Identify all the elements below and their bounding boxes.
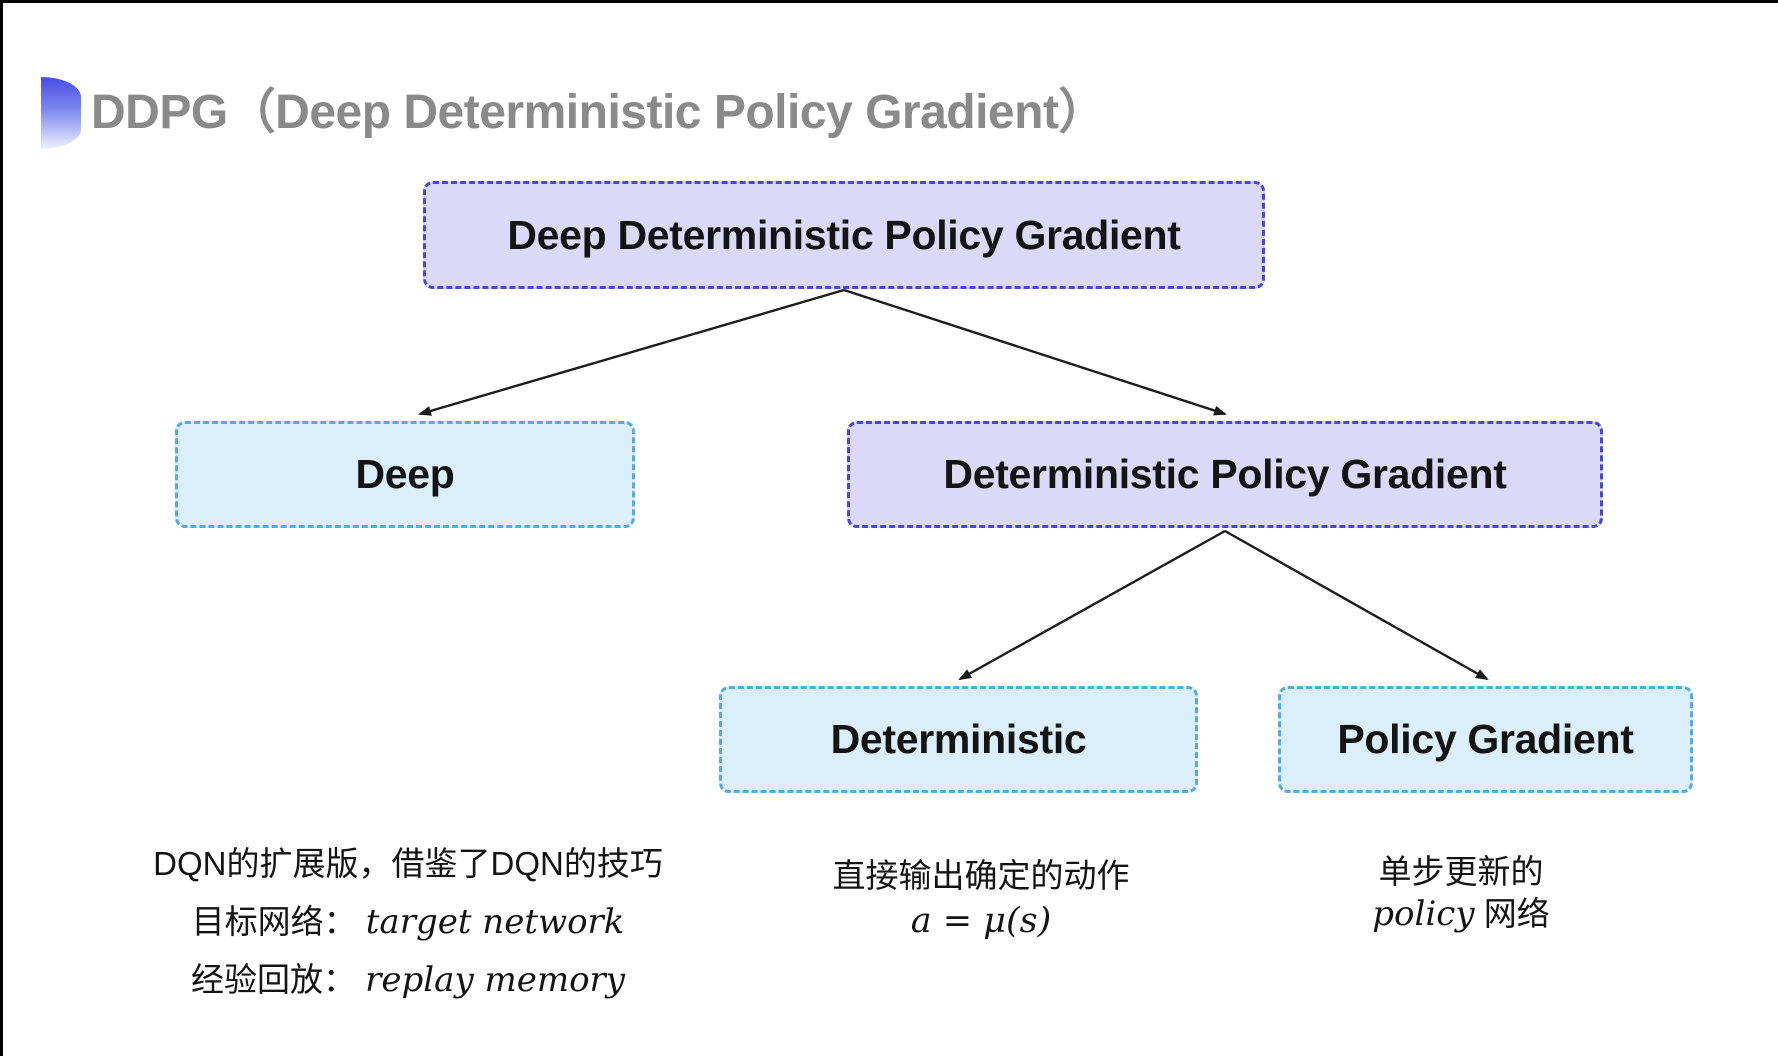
node-dpg-label: Deterministic Policy Gradient [943, 451, 1507, 497]
node-policy-gradient: Policy Gradient [1278, 686, 1693, 793]
slide-bullet-icon [41, 77, 81, 149]
node-root: Deep Deterministic Policy Gradient [423, 181, 1265, 289]
note-deep: DQN的扩展版，借鉴了DQN的技巧 目标网络： target network 经… [153, 835, 663, 1009]
note-deep-line2-label: 目标网络： [191, 903, 357, 940]
note-policy-gradient-line2-italic: policy [1372, 894, 1475, 934]
note-deep-line3-label: 经验回放： [190, 961, 356, 998]
note-deterministic: 直接输出确定的动作 a = μ(s) [833, 853, 1130, 943]
note-deep-line3-value: replay memory [365, 960, 626, 1000]
arrow-dpg-to-policy-gradient [1224, 529, 1489, 681]
node-deep: Deep [175, 421, 635, 528]
node-deterministic-policy-gradient: Deterministic Policy Gradient [847, 421, 1603, 528]
page-title: DDPG（Deep Deterministic Policy Gradient） [91, 86, 1106, 139]
node-policy-gradient-label: Policy Gradient [1337, 716, 1634, 762]
arrow-root-to-dpg [843, 288, 1227, 416]
arrow-root-to-deep [418, 288, 845, 416]
note-deep-line2: 目标网络： target network [153, 893, 663, 951]
note-deterministic-formula: a = μ(s) [910, 901, 1052, 941]
note-deterministic-line1: 直接输出确定的动作 [832, 857, 1130, 894]
note-deep-line3: 经验回放： replay memory [153, 951, 663, 1009]
node-root-label: Deep Deterministic Policy Gradient [507, 211, 1181, 258]
note-deep-line2-value: target network [365, 902, 625, 942]
node-deterministic: Deterministic [719, 686, 1198, 793]
node-deterministic-label: Deterministic [830, 716, 1087, 762]
note-policy-gradient-line2: policy 网络 [1372, 893, 1549, 935]
note-deep-line1: DQN的扩展版，借鉴了DQN的技巧 [153, 845, 663, 882]
note-policy-gradient-line2-rest: 网络 [1474, 895, 1550, 932]
arrow-dpg-to-deterministic [958, 529, 1226, 681]
note-policy-gradient: 单步更新的 policy 网络 [1372, 851, 1549, 935]
note-policy-gradient-line1: 单步更新的 [1378, 853, 1544, 890]
node-deep-label: Deep [355, 451, 455, 497]
